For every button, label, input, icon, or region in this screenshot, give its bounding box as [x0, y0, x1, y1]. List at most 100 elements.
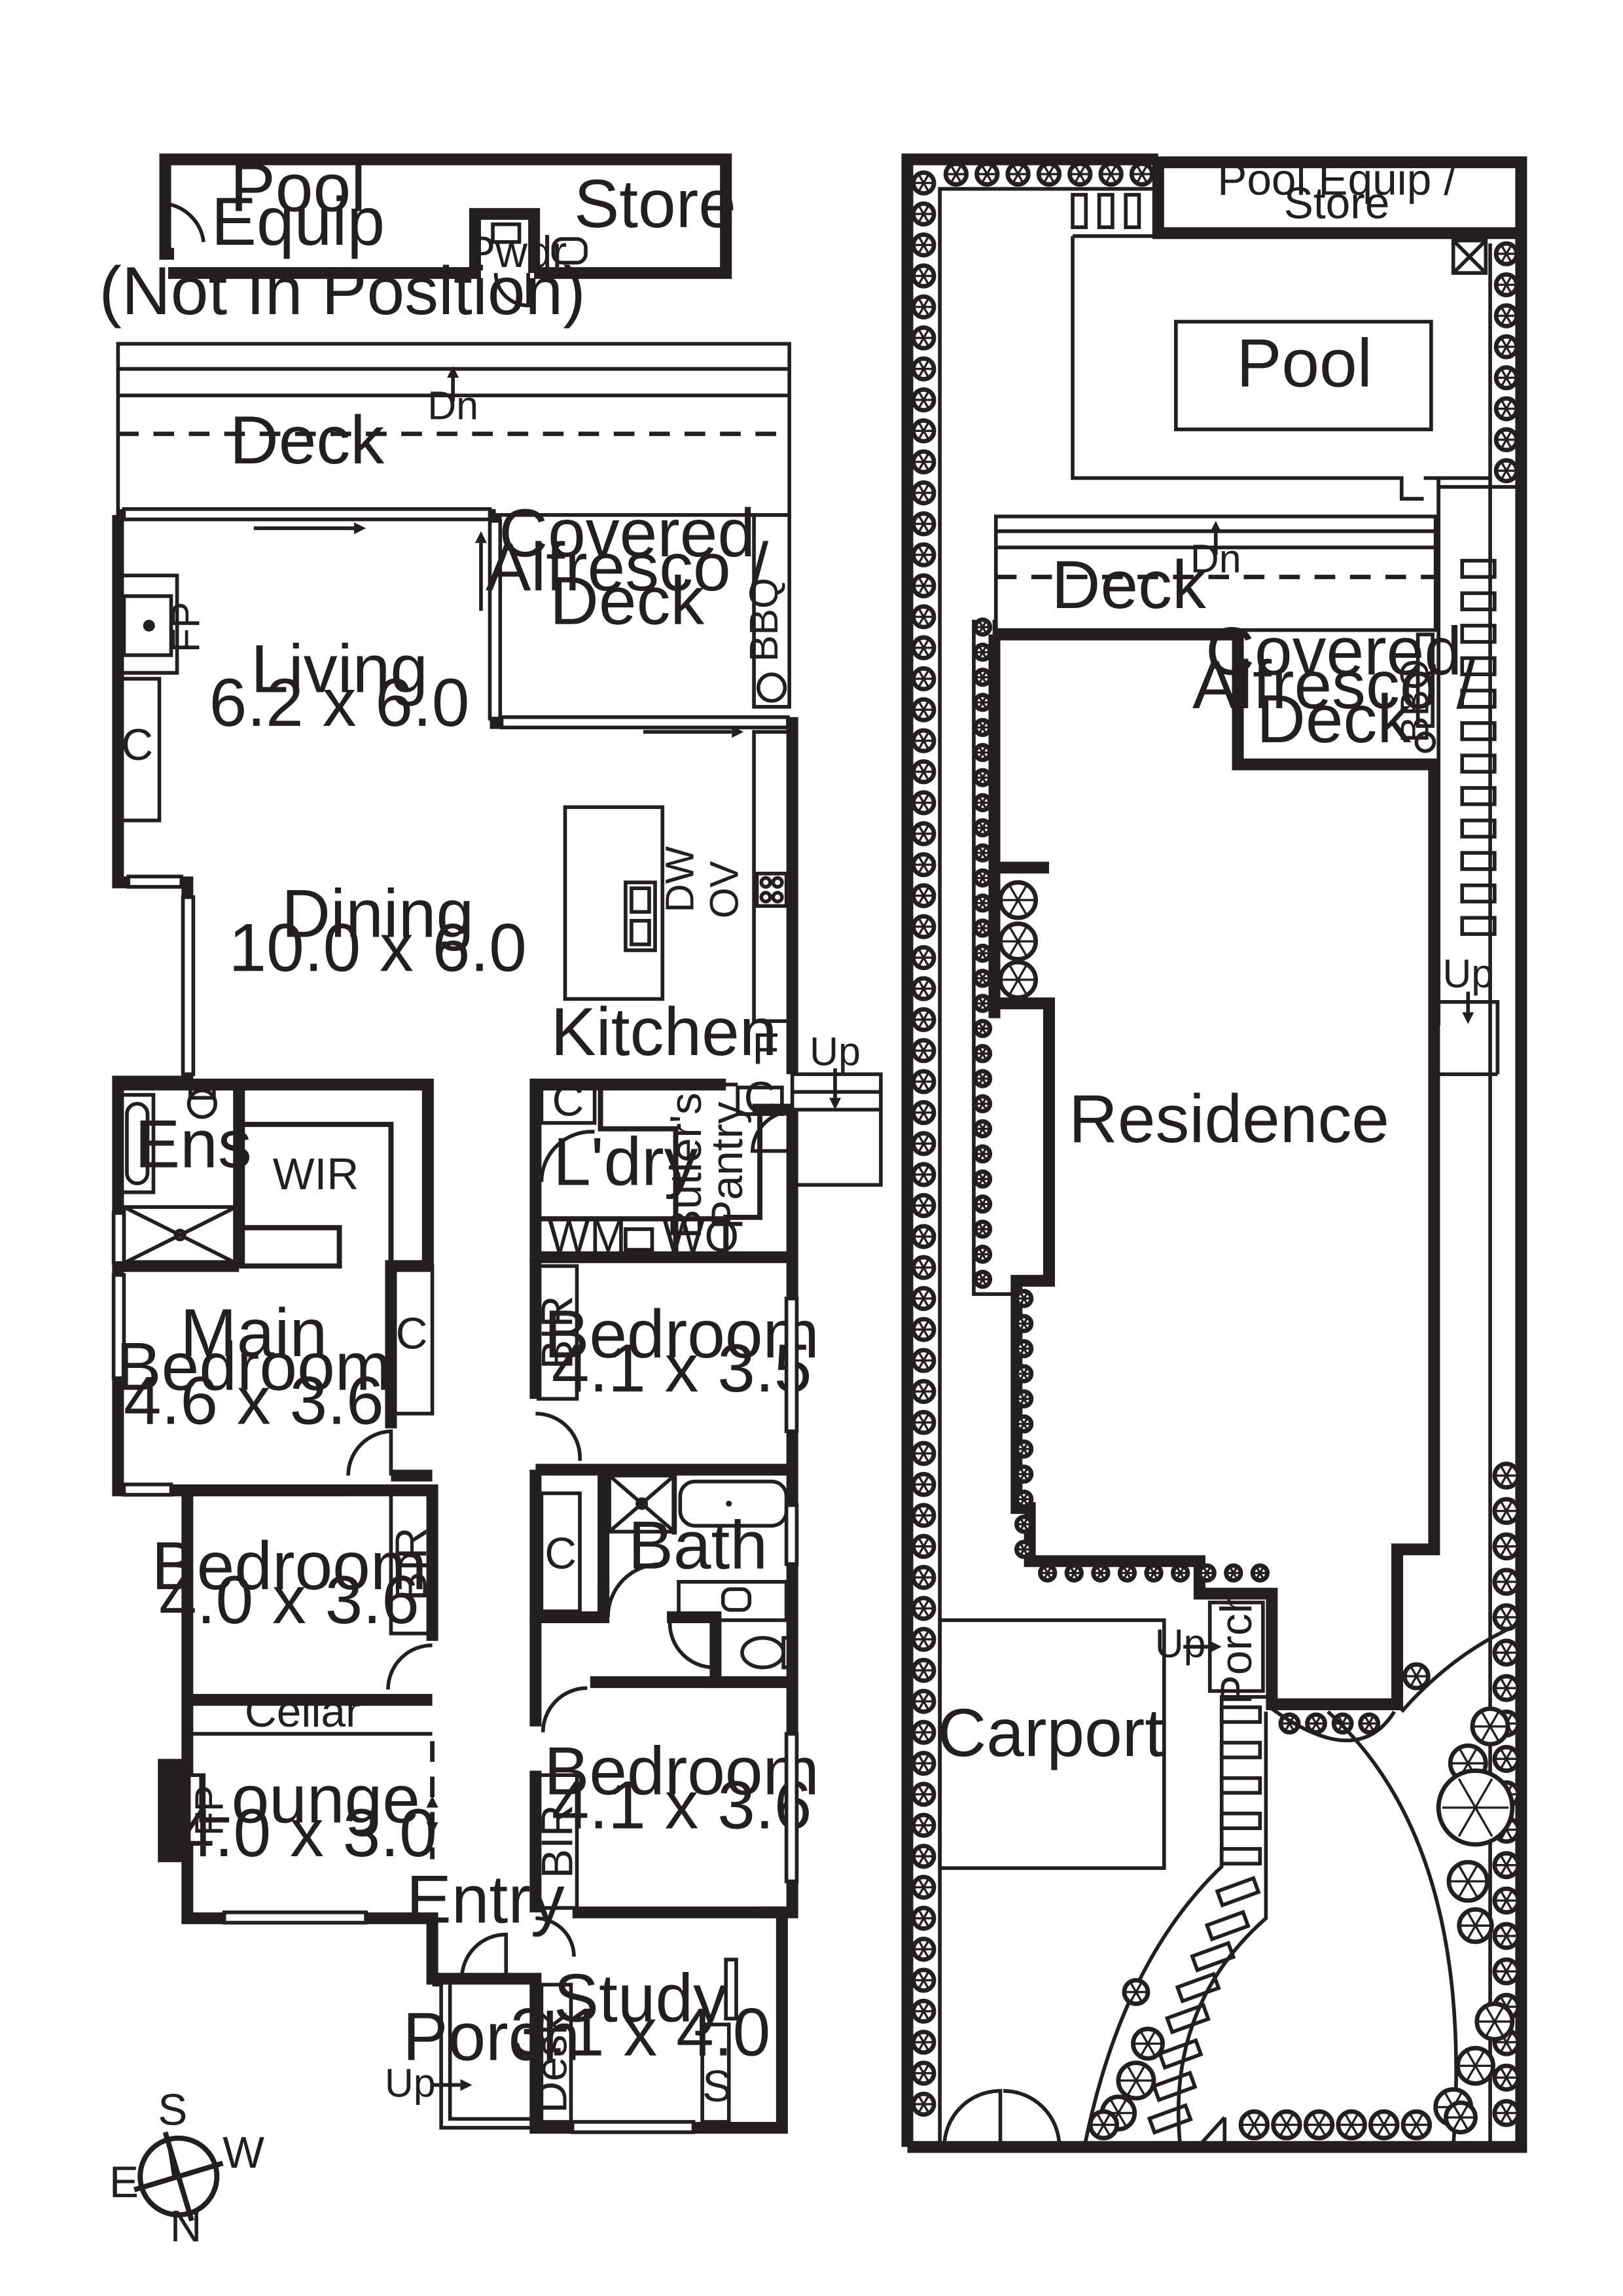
bedroom-two-label: Bedroom4.1 x 3.5	[544, 1296, 819, 1406]
tree-icon	[1493, 365, 1520, 391]
tree-icon	[1250, 1563, 1270, 1583]
site-bbq-label: BBQ	[1392, 659, 1436, 744]
tree-icon	[911, 1967, 936, 1993]
tree-icon	[1014, 1338, 1034, 1359]
tree-icon	[1197, 1563, 1217, 1583]
tree-icon	[1088, 2109, 1120, 2141]
bath-cupboard-label: C	[544, 1530, 577, 1579]
tree-icon	[1014, 1364, 1034, 1384]
tree-icon	[1436, 1768, 1515, 1847]
tree-icon	[974, 161, 1000, 187]
tree-icon	[972, 1144, 993, 1164]
tree-icon	[972, 1069, 993, 1088]
site-deck-stairs-down-label: Dn	[1190, 537, 1241, 581]
tree-icon	[972, 1194, 993, 1214]
kitchen: DW OV Kitchen F	[551, 730, 791, 1073]
oven-label: OV	[702, 861, 746, 918]
tree-icon	[911, 1657, 936, 1683]
tree-icon	[911, 1503, 936, 1528]
tree-icon	[911, 1193, 936, 1219]
tree-icon	[998, 960, 1039, 1000]
tree-icon	[1492, 1851, 1521, 1880]
tree-icon	[1493, 241, 1520, 266]
paver	[1460, 786, 1497, 806]
tree-icon	[1493, 458, 1520, 484]
paver	[1460, 753, 1497, 774]
tree-icon	[972, 642, 993, 662]
paver	[1164, 2002, 1211, 2035]
paver	[1151, 2070, 1198, 2103]
bedroom-three-label: Bedroom4.0 x 3.6	[152, 1528, 427, 1638]
site-plan: Pool Equip /Store Pool Dn Deck CoveredAl…	[901, 153, 1527, 2153]
house-plan: Dn Deck BBQ CoveredAlfresco /Deck	[111, 342, 883, 2134]
tree-icon	[911, 1905, 936, 1931]
paver	[1157, 2038, 1204, 2070]
tree-icon	[911, 1937, 936, 1962]
tree-icon	[911, 573, 936, 599]
tree-icon	[1271, 2109, 1302, 2141]
site-pool-label: Pool	[1236, 325, 1372, 401]
tree-icon	[1014, 1439, 1034, 1459]
tree-icon	[972, 868, 993, 888]
tree-icon	[972, 994, 993, 1013]
tree-icon	[1492, 1957, 1521, 1986]
bbq-label: BBQ	[741, 578, 786, 662]
tree-icon	[1336, 2109, 1367, 2141]
tree-icon	[1170, 1563, 1190, 1583]
tree-icon	[972, 743, 993, 762]
tree-icon	[1492, 1462, 1521, 1490]
tree-icon	[911, 790, 936, 816]
tree-icon	[972, 1269, 993, 1289]
tree-icon	[972, 668, 993, 687]
tree-icon	[943, 161, 969, 187]
ensuite-label: Ens	[135, 1105, 252, 1181]
study: Desk Study3.1 x 4.0 S	[510, 1958, 770, 2134]
tree-icon	[911, 697, 936, 723]
paver	[1460, 558, 1497, 579]
paver	[1460, 689, 1497, 709]
deck-label: Deck	[230, 402, 384, 478]
tree-icon	[911, 1782, 936, 1807]
tree-icon	[1474, 2001, 1515, 2042]
bedroom-four: BIR Bedroom4.1 x 3.6	[529, 1732, 819, 1957]
tree-icon	[972, 717, 993, 738]
tree-icon	[911, 1750, 936, 1776]
tree-icon	[1455, 2045, 1495, 2086]
paver	[1219, 1847, 1262, 1866]
residence-outline	[988, 628, 1440, 1710]
tree-icon	[1493, 396, 1520, 422]
tree-icon	[972, 692, 993, 712]
tree-icon	[1457, 1907, 1494, 1945]
tree-icon	[1493, 272, 1520, 298]
tree-icon	[911, 976, 936, 1001]
hedge-right	[1492, 241, 1521, 2127]
porch-up-label: Up	[385, 2061, 436, 2106]
tree-icon	[972, 1044, 993, 1064]
tree-icon	[911, 1224, 936, 1249]
tree-icon	[972, 1119, 993, 1139]
wir-label: WIR	[273, 1150, 359, 1199]
tree-icon	[1014, 1515, 1034, 1534]
paver	[1460, 818, 1497, 839]
tree-icon	[911, 821, 936, 846]
tree-icon	[911, 1255, 936, 1280]
living-cupboard-label: C	[121, 721, 153, 770]
tree-icon	[911, 1069, 936, 1094]
tree-icon	[1368, 2109, 1400, 2141]
tree-icon	[911, 1812, 936, 1838]
tree-icon	[911, 1348, 936, 1373]
tree-icon	[911, 1626, 936, 1652]
compass: S W E N	[109, 2085, 264, 2251]
tree-icon	[1446, 1859, 1489, 1903]
hedge-top	[943, 161, 1155, 187]
tree-icon	[1005, 161, 1031, 187]
compass-e: E	[109, 2158, 139, 2207]
paver	[1219, 1811, 1262, 1831]
tree-icon	[1492, 1886, 1521, 1915]
site-pool-equip-label: Pool Equip /Store	[1217, 156, 1456, 228]
bedroom-two-bir-label: BIR	[533, 1295, 582, 1369]
tree-icon	[1014, 1489, 1034, 1509]
tree-icon	[1144, 1563, 1164, 1583]
butlers-pantry-label: Butler'sPantry	[662, 1092, 752, 1238]
tree-icon	[1492, 2099, 1521, 2127]
